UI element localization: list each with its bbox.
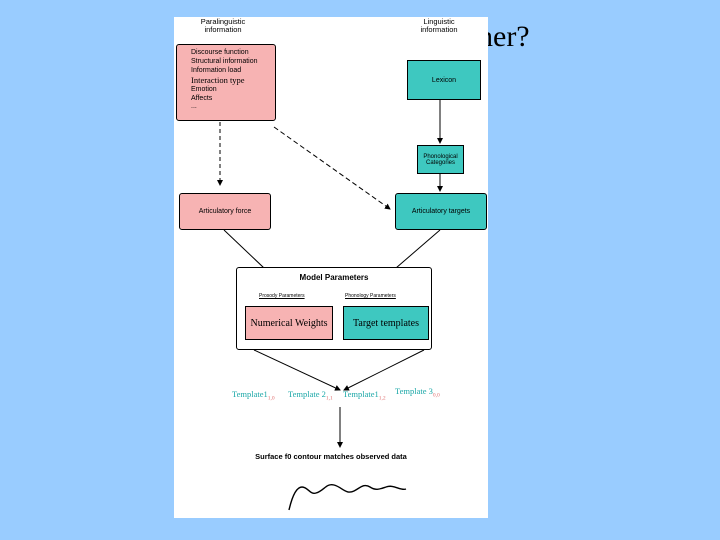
lexicon-box: Lexicon <box>407 60 481 100</box>
diagram-arrows <box>217 100 443 511</box>
arrow-model-right-to-templates <box>343 349 425 391</box>
phonology-parameters-label: Phonology Parameters <box>345 293 396 299</box>
template-label: Template11,2 <box>343 389 386 402</box>
diagram-figure: Paralinguistic information Linguistic in… <box>174 17 488 518</box>
arrow-model-left-to-templates <box>253 349 341 391</box>
para-item: Structural information <box>191 57 258 65</box>
paralinguistic-box: Discourse function Structural informatio… <box>176 44 276 121</box>
template-label: Template 21,1 <box>288 389 333 402</box>
model-parameters-box: Model Parameters Prosody Parameters Phon… <box>236 267 432 350</box>
para-item: Information load <box>191 66 242 74</box>
template-label: Template11,0 <box>232 389 275 402</box>
articulatory-targets-box: Articulatory targets <box>395 193 487 230</box>
articulatory-force-box: Articulatory force <box>179 193 271 230</box>
surface-contour-label: Surface f0 contour matches observed data <box>255 452 407 461</box>
template-label: Template 30,0 <box>395 386 440 399</box>
para-item: Affects <box>191 94 213 102</box>
prosody-parameters-label: Prosody Parameters <box>259 293 305 299</box>
header-linguistic: Linguistic information <box>420 17 458 34</box>
model-title: Model Parameters <box>299 273 369 282</box>
f0-contour-curve <box>288 483 407 511</box>
para-item: Discourse function <box>191 49 249 56</box>
phonological-box: Phonological Categories <box>417 145 464 174</box>
numerical-weights-box: Numerical Weights <box>245 306 333 340</box>
para-item: Emotion <box>191 85 217 93</box>
target-templates-box: Target templates <box>343 306 429 340</box>
arrow-para-to-targets <box>273 126 391 210</box>
header-paralinguistic: Paralinguistic information <box>200 17 246 34</box>
para-item: Interaction type <box>191 75 245 86</box>
para-item: ... <box>191 103 197 111</box>
